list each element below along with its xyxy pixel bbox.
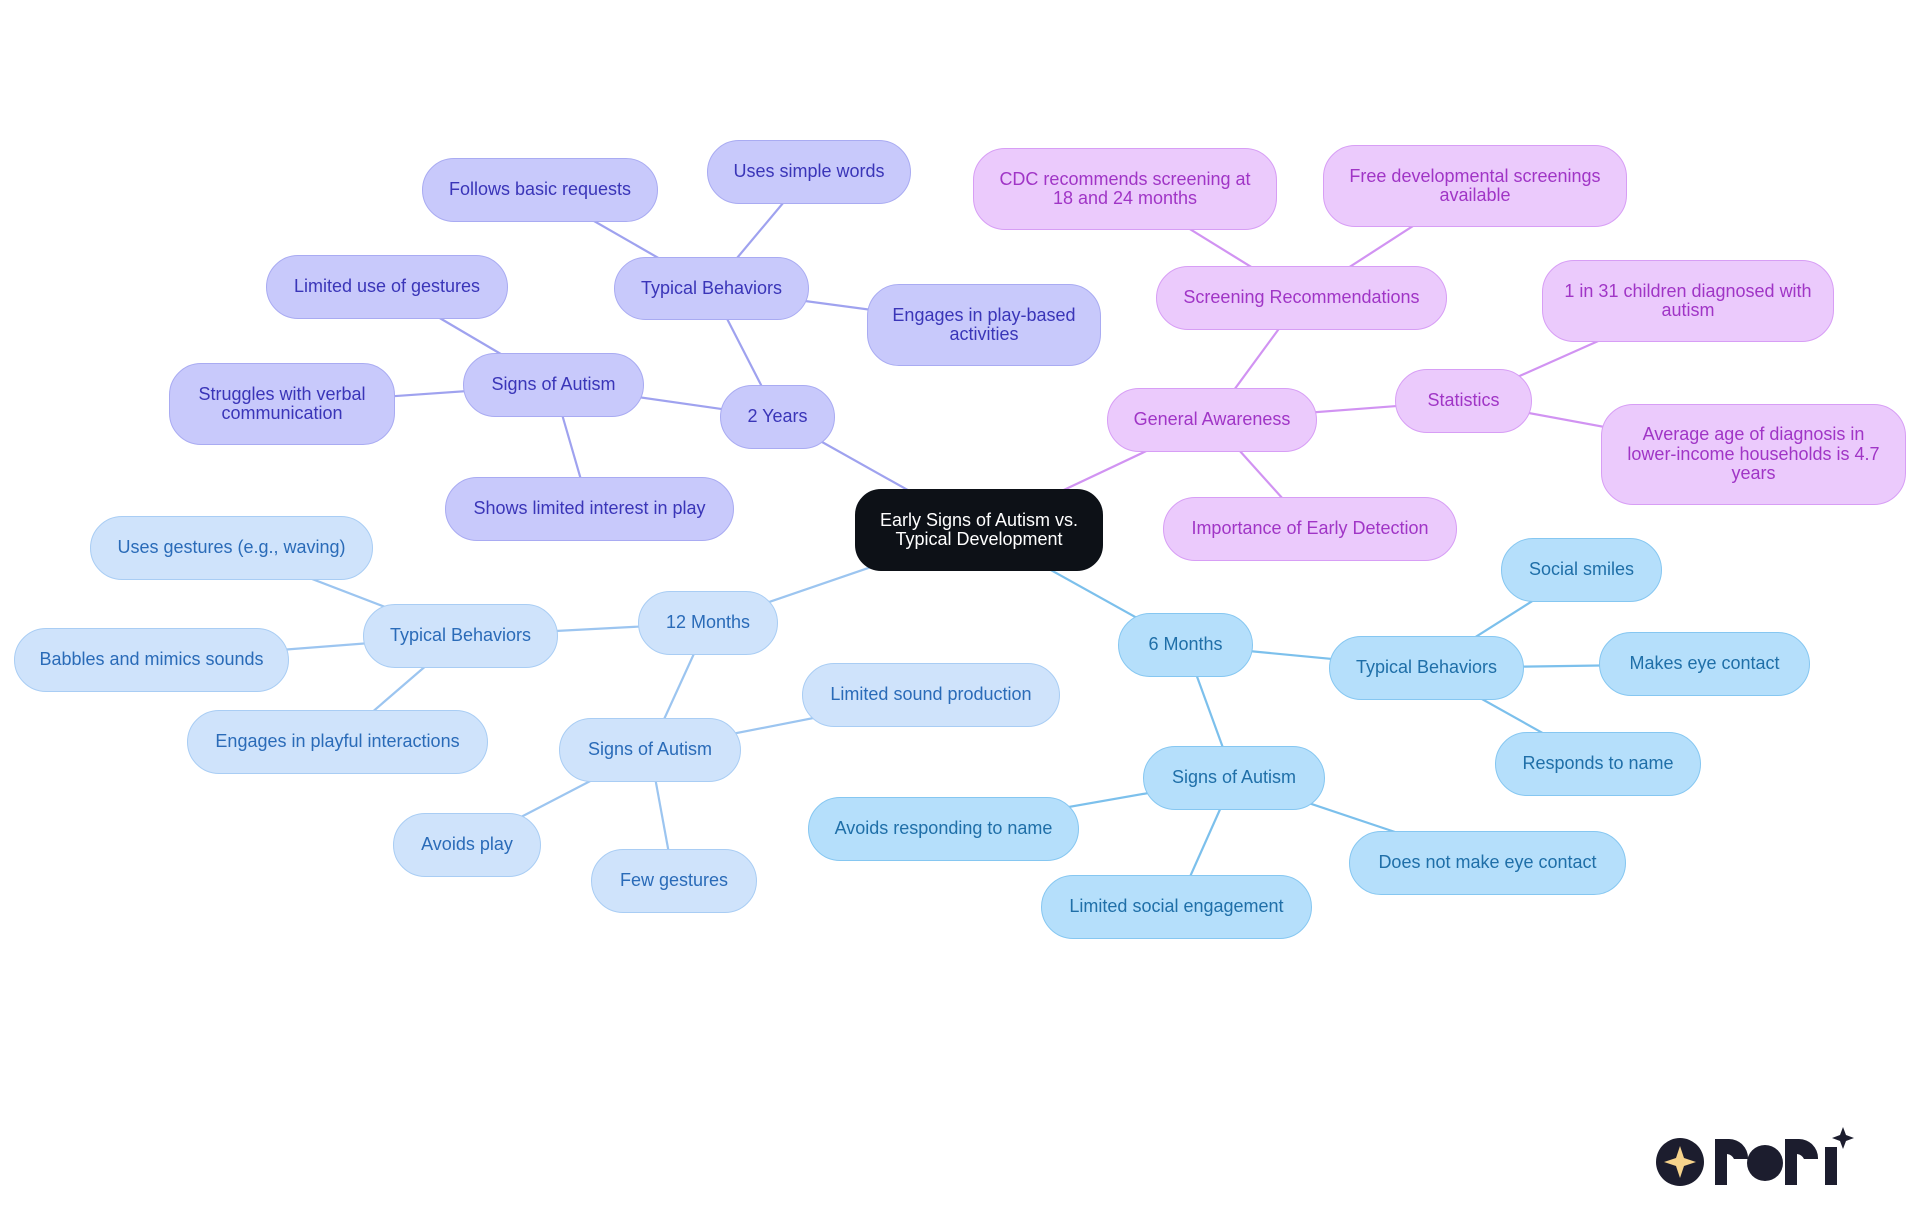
six-months-signs-item-2[interactable]: Limited social engagement [1041,875,1312,939]
two-years-signs-item-3[interactable]: Shows limited interest in play [445,477,734,541]
six-months-node[interactable]: 6 Months [1118,613,1253,677]
twelve-months-signs-item-1[interactable]: Limited sound production [802,663,1060,727]
twelve-months-signs-item-3[interactable]: Few gestures [591,849,757,913]
two-years-typical-item-2[interactable]: Uses simple words [707,140,911,204]
sparkle-icon-star [1664,1146,1696,1178]
six-months-signs-item-3[interactable]: Does not make eye contact [1349,831,1626,895]
six-months-signs-item-1[interactable]: Avoids responding to name [808,797,1079,861]
twelve-months-signs-node[interactable]: Signs of Autism [559,718,741,782]
two-years-signs-item-2[interactable]: Struggles with verbal communication [169,363,395,445]
two-years-signs-node[interactable]: Signs of Autism [463,353,644,417]
twelve-months-typical-behaviors-node[interactable]: Typical Behaviors [363,604,558,668]
two-years-node[interactable]: 2 Years [720,385,835,449]
six-months-typical-item-1[interactable]: Social smiles [1501,538,1662,602]
twelve-months-typical-item-2[interactable]: Babbles and mimics sounds [14,628,289,692]
general-awareness-node[interactable]: General Awareness [1107,388,1317,452]
screening-item-1[interactable]: CDC recommends screening at 18 and 24 mo… [973,148,1277,230]
six-months-typical-behaviors-node[interactable]: Typical Behaviors [1329,636,1524,700]
screening-item-2[interactable]: Free developmental screenings available [1323,145,1627,227]
two-years-typical-item-1[interactable]: Follows basic requests [422,158,658,222]
importance-of-early-detection-node[interactable]: Importance of Early Detection [1163,497,1457,561]
two-years-typical-behaviors-node[interactable]: Typical Behaviors [614,257,809,320]
rori-logo [1655,1125,1855,1195]
six-months-typical-item-2[interactable]: Makes eye contact [1599,632,1810,696]
two-years-typical-item-3[interactable]: Engages in play-based activities [867,284,1101,366]
screening-recommendations-node[interactable]: Screening Recommendations [1156,266,1447,330]
twelve-months-node[interactable]: 12 Months [638,591,778,655]
root-node[interactable]: Early Signs of Autism vs. Typical Develo… [855,489,1103,571]
six-months-signs-node[interactable]: Signs of Autism [1143,746,1325,810]
two-years-signs-item-1[interactable]: Limited use of gestures [266,255,508,319]
twelve-months-signs-item-2[interactable]: Avoids play [393,813,541,877]
twelve-months-typical-item-1[interactable]: Uses gestures (e.g., waving) [90,516,373,580]
statistics-item-2[interactable]: Average age of diagnosis in lower-income… [1601,404,1906,505]
twelve-months-typical-item-3[interactable]: Engages in playful interactions [187,710,488,774]
statistics-node[interactable]: Statistics [1395,369,1532,433]
six-months-typical-item-3[interactable]: Responds to name [1495,732,1701,796]
statistics-item-1[interactable]: 1 in 31 children diagnosed with autism [1542,260,1834,342]
